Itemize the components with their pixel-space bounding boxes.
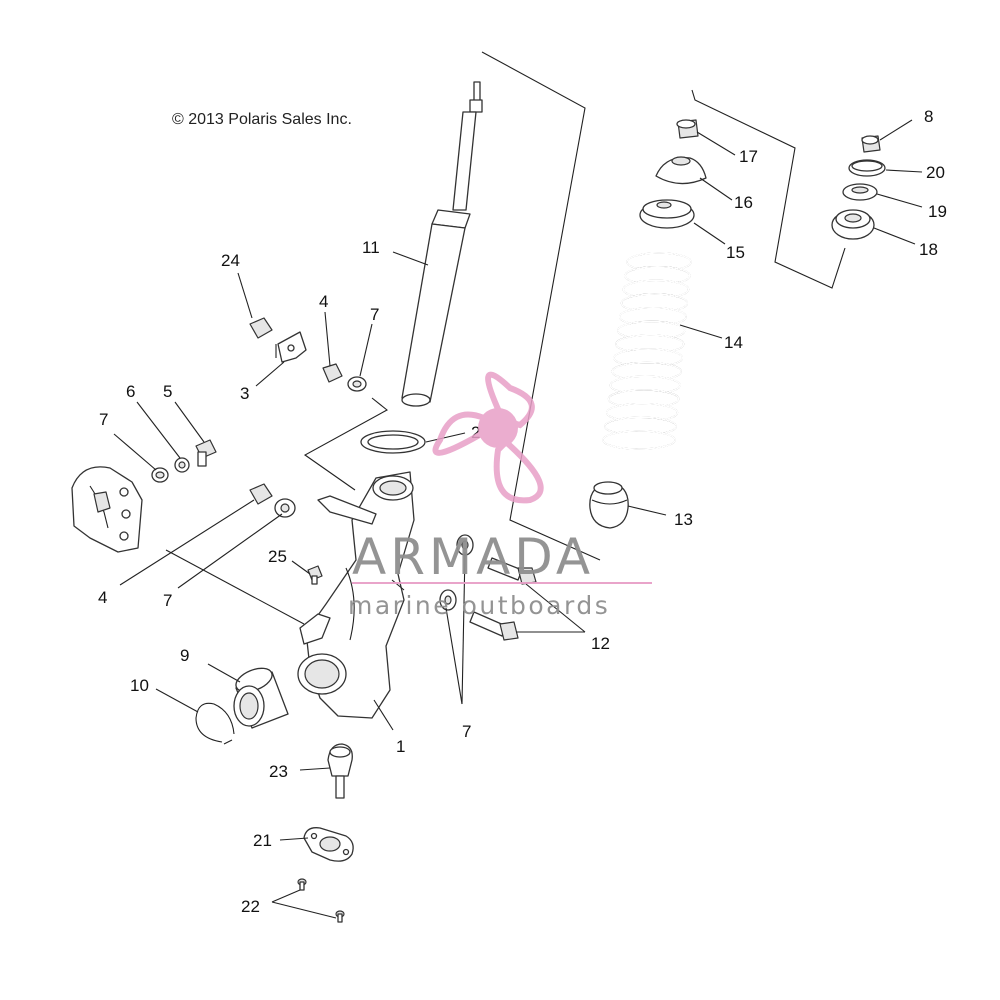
washer-6-part — [174, 457, 190, 473]
steering-knuckle-part — [297, 471, 415, 719]
washer-7-left-part — [151, 467, 169, 483]
nut-4-lower-part — [249, 483, 273, 505]
watermark-brand: ARMADA — [352, 528, 594, 586]
callout-4-upper: 4 — [319, 292, 328, 311]
bolt-5-part — [195, 439, 217, 467]
callout-10: 10 — [130, 676, 149, 695]
bolt-25-part — [307, 565, 323, 585]
clip-part — [275, 331, 307, 363]
thin-washer-part — [848, 159, 886, 177]
washer-7-upper-part — [347, 376, 367, 392]
spacer-washer-part — [842, 183, 878, 201]
callout-18: 18 — [919, 240, 938, 259]
callout-20: 20 — [926, 163, 945, 182]
ball-joint-part — [327, 743, 353, 799]
top-mount-bracket — [691, 89, 846, 289]
bolt-12-upper-part — [487, 557, 537, 585]
callout-4-lower: 4 — [98, 588, 107, 607]
callout-22: 22 — [241, 897, 260, 916]
washer-7-right-upper-part — [456, 534, 474, 556]
callout-3: 3 — [240, 384, 249, 403]
callout-19: 19 — [928, 202, 947, 221]
retainer-plate-part — [303, 827, 354, 862]
spring-seat-part — [639, 199, 695, 229]
washer-7-lower-left-part — [274, 498, 296, 518]
bolt-12-lower-part — [469, 611, 519, 641]
bushing-part — [831, 209, 875, 240]
callout-7-right: 7 — [462, 722, 471, 741]
callout-16: 16 — [734, 193, 753, 212]
shock-absorber-part — [401, 81, 483, 407]
callout-6: 6 — [126, 382, 135, 401]
callout-15: 15 — [726, 243, 745, 262]
callout-13: 13 — [674, 510, 693, 529]
watermark-tagline: marine outboards — [348, 591, 610, 620]
callout-12: 12 — [591, 634, 610, 653]
side-nut-part — [861, 135, 881, 153]
callout-14: 14 — [724, 333, 743, 352]
callout-8: 8 — [924, 107, 933, 126]
wheel-bearing-part — [233, 667, 289, 729]
upper-cup-part — [655, 156, 707, 185]
callout-7-upper: 7 — [370, 305, 379, 324]
top-nut-part — [676, 119, 699, 139]
snap-ring-part — [195, 702, 235, 745]
copyright-text: © 2013 Polaris Sales Inc. — [172, 111, 352, 128]
brake-caliper-part — [71, 466, 143, 553]
callout-7-lower: 7 — [163, 591, 172, 610]
knuckle-bracket — [303, 397, 388, 491]
screw-22-upper-part — [297, 878, 307, 891]
callout-5: 5 — [163, 382, 172, 401]
callout-11: 11 — [362, 238, 380, 257]
callout-2: 2 — [471, 423, 480, 442]
nut-4-upper-part — [322, 363, 343, 383]
armada-watermark: ARMADA marine outboards — [348, 371, 652, 620]
callout-25: 25 — [268, 547, 287, 566]
callout-9: 9 — [180, 646, 189, 665]
screw-22-lower-part — [335, 910, 345, 923]
nut-24-part — [249, 317, 273, 339]
callout-7-left: 7 — [99, 410, 108, 429]
seal-ring-part — [360, 430, 426, 454]
spring-coil-highlight — [602, 430, 676, 450]
callout-17: 17 — [739, 147, 758, 166]
callout-21: 21 — [253, 831, 272, 850]
shock-assembly-bracket — [481, 51, 601, 561]
callout-23: 23 — [269, 762, 288, 781]
leader-lines — [113, 119, 923, 919]
callout-1: 1 — [396, 737, 405, 756]
propeller-logo-icon — [432, 371, 544, 504]
bump-stop-part — [589, 481, 629, 529]
washer-7-right-lower-part — [439, 589, 457, 611]
callout-24: 24 — [221, 251, 240, 270]
callout-labels: 1 2 3 4 4 5 6 7 7 7 7 8 9 10 11 12 13 14… — [98, 107, 947, 916]
coil-spring-part — [602, 252, 692, 450]
